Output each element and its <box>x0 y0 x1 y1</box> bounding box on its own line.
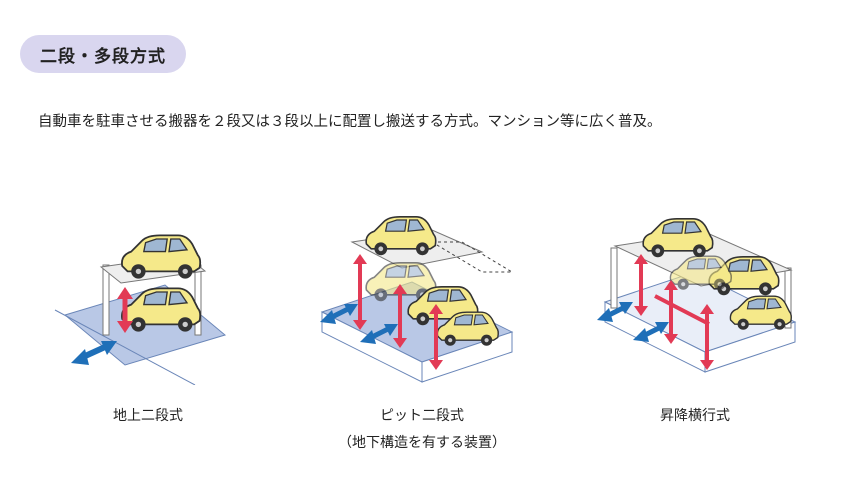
figure-lift-slide <box>597 218 797 373</box>
updown-arrow-icon <box>117 287 133 333</box>
horizontal-arrow-icon <box>71 341 117 365</box>
figure-pit-two-level <box>320 216 514 383</box>
caption-pit-two-level-note: （地下構造を有する装置） <box>338 435 506 451</box>
figure-ground-two-level <box>54 234 227 385</box>
horizontal-arrow-icon <box>597 302 669 342</box>
updown-arrow-icon <box>634 254 714 370</box>
caption-pit-two-level: ピット二段式 <box>380 408 464 424</box>
horizontal-arrow-icon <box>320 304 398 344</box>
caption-lift-slide: 昇降横行式 <box>660 408 730 424</box>
section-title-badge: 二段・多段方式 <box>20 35 186 73</box>
caption-ground-two-level: 地上二段式 <box>113 408 183 424</box>
section-title: 二段・多段方式 <box>40 46 166 67</box>
updown-arrow-icon <box>353 254 443 370</box>
description-text: 自動車を駐車させる搬器を２段又は３段以上に配置し搬送する方式。マンション等に広く… <box>38 114 662 130</box>
